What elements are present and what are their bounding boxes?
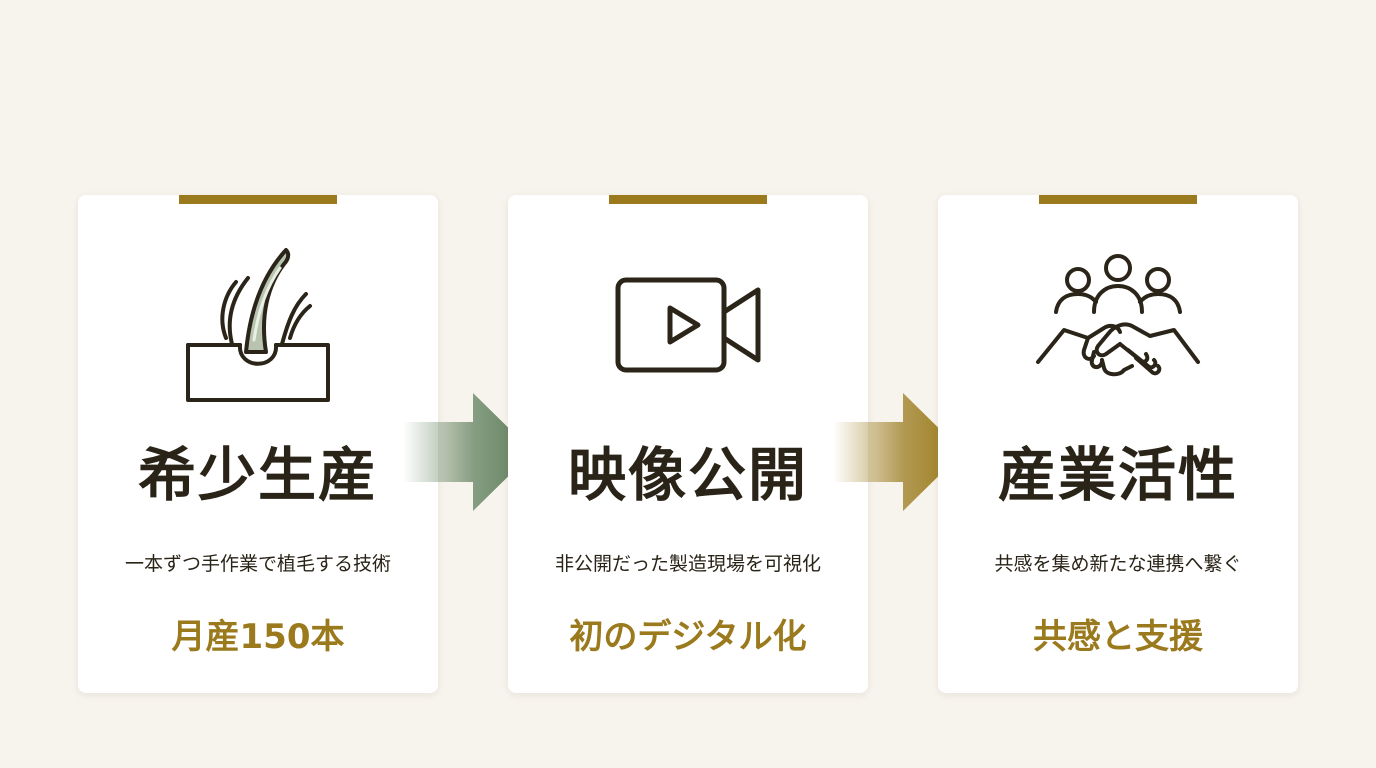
card-description: 共感を集め新たな連携へ繋ぐ — [994, 553, 1242, 575]
handshake-people-icon — [1028, 240, 1208, 410]
card-description: 一本ずつ手作業で植毛する技術 — [124, 553, 391, 575]
card-industry-revitalization: 産業活性 共感を集め新たな連携へ繋ぐ 共感と支援 — [938, 195, 1298, 693]
card-video-release: 映像公開 非公開だった製造現場を可視化 初のデジタル化 — [508, 195, 868, 693]
arrow-right-icon — [833, 393, 963, 511]
card-highlight: 初のデジタル化 — [569, 617, 807, 657]
card-title: 希少生産 — [137, 441, 378, 509]
card-accent-bar — [179, 195, 337, 204]
arrow-right-icon — [403, 393, 533, 511]
card-accent-bar — [1039, 195, 1197, 204]
card-highlight: 共感と支援 — [1033, 617, 1203, 657]
card-accent-bar — [609, 195, 767, 204]
card-highlight: 月産150本 — [171, 617, 345, 657]
hair-follicle-icon — [168, 240, 348, 410]
card-title: 映像公開 — [567, 441, 808, 509]
card-rare-production: 希少生産 一本ずつ手作業で植毛する技術 月産150本 — [78, 195, 438, 693]
video-camera-icon — [598, 240, 778, 410]
card-title: 産業活性 — [997, 441, 1238, 509]
card-description: 非公開だった製造現場を可視化 — [554, 553, 821, 575]
